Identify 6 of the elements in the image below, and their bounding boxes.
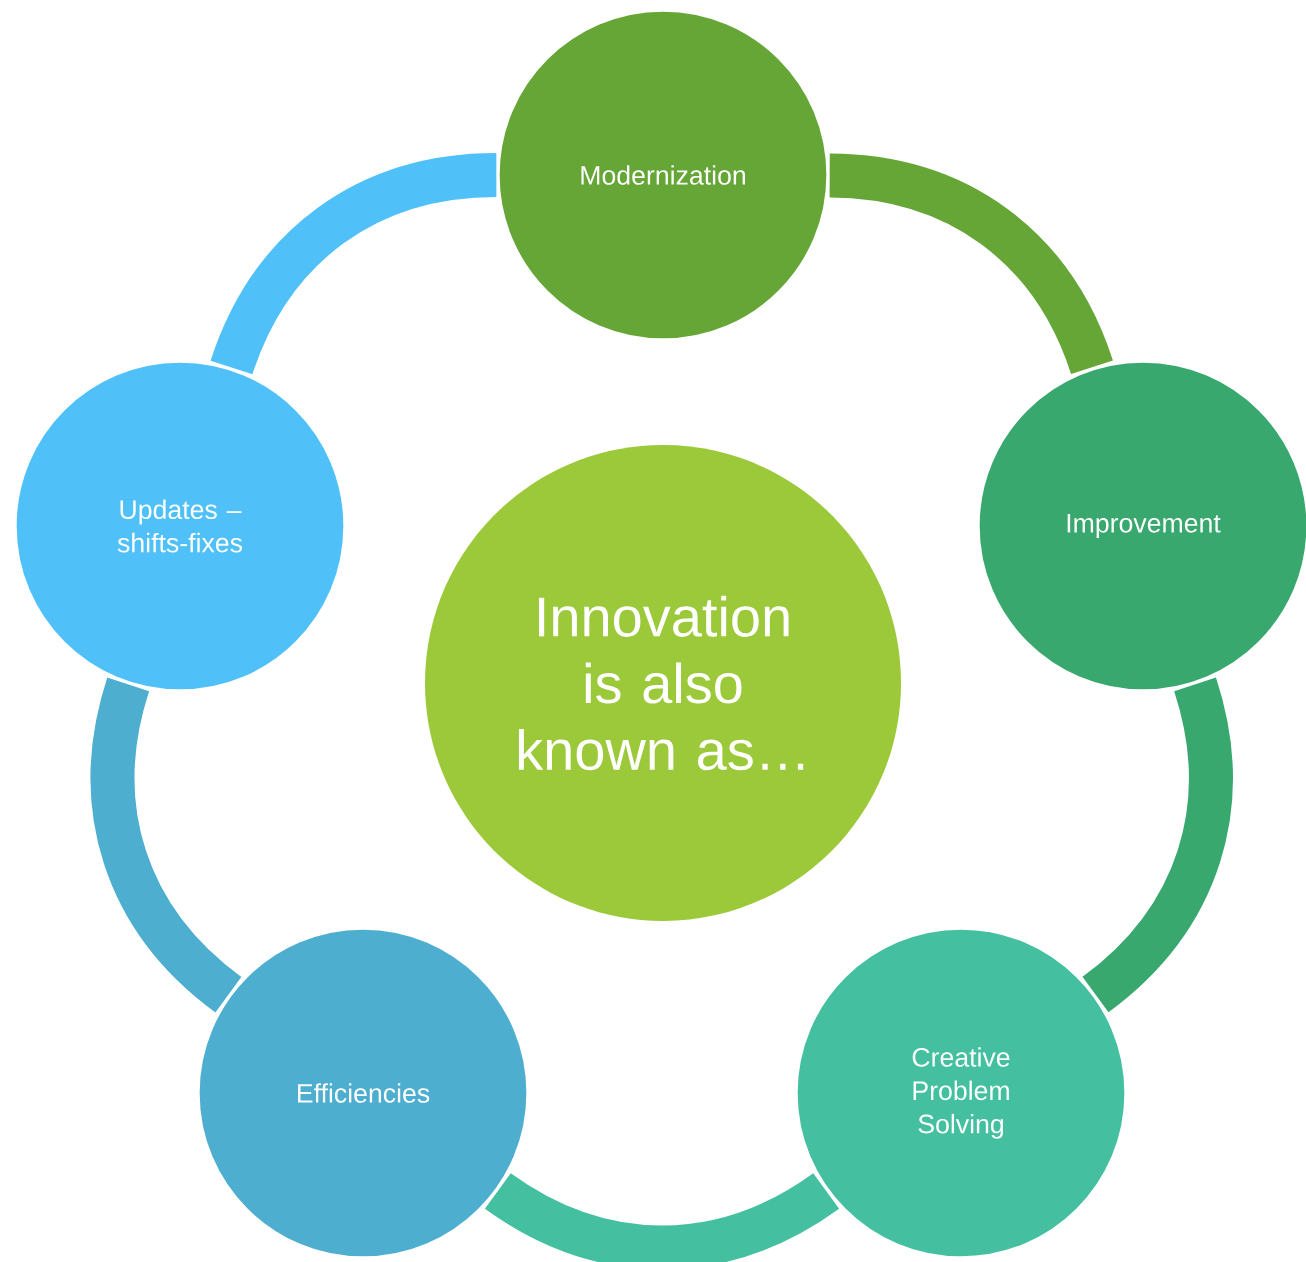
circle-node: Efficiencies [196, 926, 530, 1260]
circle-node: Modernization [496, 8, 830, 342]
circle-node: Innovation is also known as… [425, 445, 901, 921]
circle-node: Creative Problem Solving [794, 926, 1128, 1260]
circle-node: Updates – shifts-fixes [13, 359, 347, 693]
circle-node: Improvement [976, 359, 1306, 693]
